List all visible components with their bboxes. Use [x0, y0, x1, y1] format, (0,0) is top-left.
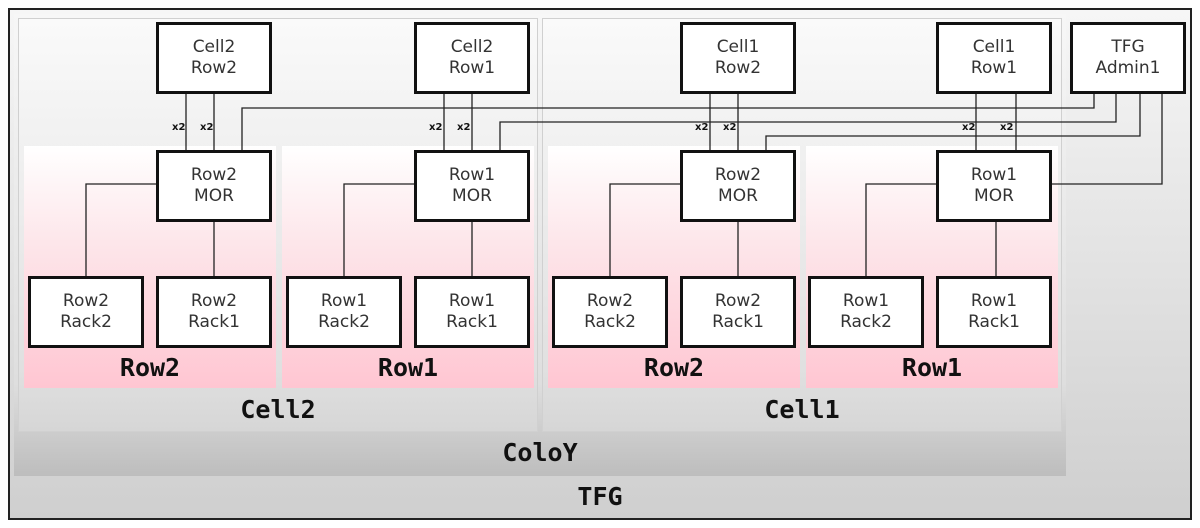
cell1-label: Cell1 — [764, 395, 840, 424]
cell2-row1-label: Row1 — [377, 353, 439, 382]
link-multiplier: x2 — [695, 122, 709, 133]
cell2-row1-rack1-node[interactable]: Row1 Rack1 — [414, 276, 530, 348]
link-multiplier: x2 — [962, 122, 976, 133]
link-multiplier: x2 — [429, 122, 443, 133]
cell2-row1-switch-node[interactable]: Cell2 Row1 — [414, 22, 530, 94]
cell2-row2-rack2-node[interactable]: Row2 Rack2 — [28, 276, 144, 348]
cell2-row1-rack2-node[interactable]: Row1 Rack2 — [286, 276, 402, 348]
cell2-row2-rack1-node[interactable]: Row2 Rack1 — [156, 276, 272, 348]
cell2-row2-mor-node[interactable]: Row2 MOR — [156, 150, 272, 222]
cell1-row1-switch-node[interactable]: Cell1 Row1 — [936, 22, 1052, 94]
cell1-row2-rack2-node[interactable]: Row2 Rack2 — [552, 276, 668, 348]
cell1-row2-rack1-node[interactable]: Row2 Rack1 — [680, 276, 796, 348]
cell2-row1-mor-node[interactable]: Row1 MOR — [414, 150, 530, 222]
link-multiplier: x2 — [1000, 122, 1014, 133]
tfg-admin-node[interactable]: TFG Admin1 — [1070, 22, 1186, 94]
link-multiplier: x2 — [172, 122, 186, 133]
coloy-label: ColoY — [502, 438, 578, 467]
link-multiplier: x2 — [200, 122, 214, 133]
cell1-row1-label: Row1 — [901, 353, 963, 382]
tfg-label: TFG — [577, 482, 623, 511]
cell1-row2-mor-node[interactable]: Row2 MOR — [680, 150, 796, 222]
link-multiplier: x2 — [723, 122, 737, 133]
cell1-row1-rack2-node[interactable]: Row1 Rack2 — [808, 276, 924, 348]
cell1-row2-switch-node[interactable]: Cell1 Row2 — [680, 22, 796, 94]
cell2-row2-switch-node[interactable]: Cell2 Row2 — [156, 22, 272, 94]
cell2-row2-label: Row2 — [119, 353, 181, 382]
cell2-label: Cell2 — [240, 395, 316, 424]
cell1-row2-label: Row2 — [643, 353, 705, 382]
link-multiplier: x2 — [457, 122, 471, 133]
cell1-row1-mor-node[interactable]: Row1 MOR — [936, 150, 1052, 222]
cell1-row1-rack1-node[interactable]: Row1 Rack1 — [936, 276, 1052, 348]
